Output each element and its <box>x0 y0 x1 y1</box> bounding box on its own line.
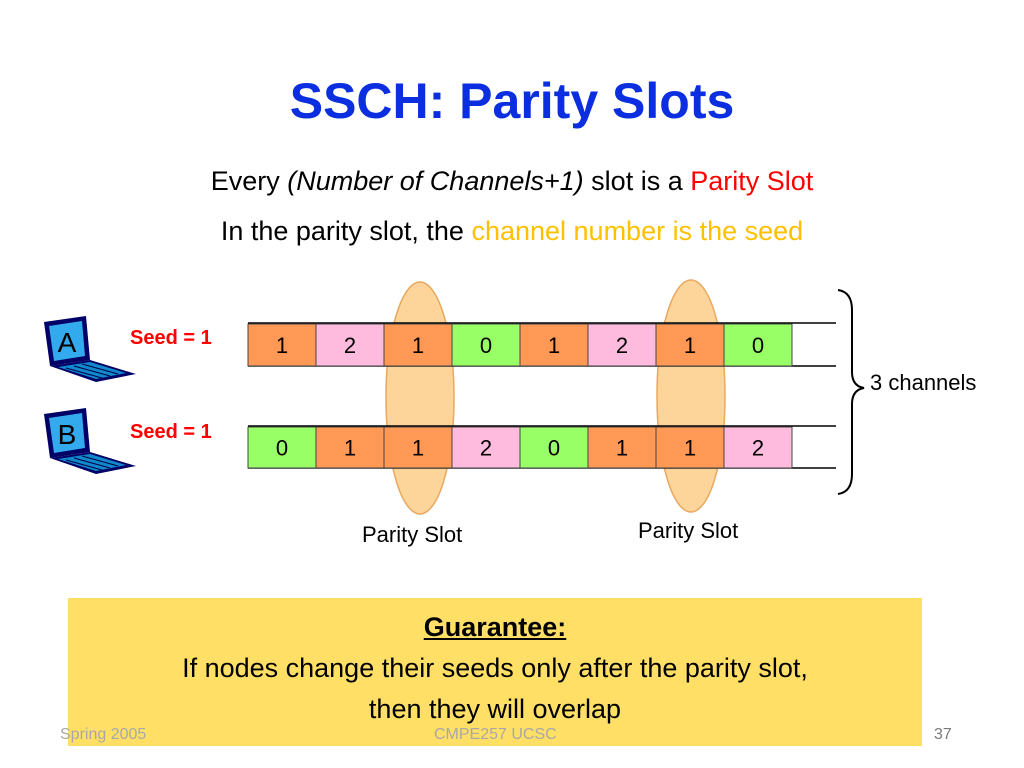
slot-b-0 <box>247 426 317 469</box>
slot-a-7-value: 0 <box>752 333 764 358</box>
seed-label-b: Seed = 1 <box>130 421 212 443</box>
slot-a-4-value: 1 <box>548 333 560 358</box>
parity-ellipse-2 <box>656 279 726 513</box>
slot-b-7 <box>723 426 793 469</box>
slot-row-b: 0 1 1 2 0 1 1 2 <box>247 426 793 469</box>
rule-line-1-text-2: slot is a <box>583 166 691 196</box>
slot-b-7-value: 2 <box>752 436 764 461</box>
slot-a-0-value: 1 <box>276 333 288 358</box>
parity-slot-label-1: Parity Slot <box>362 522 463 547</box>
slot-a-2-value: 1 <box>412 333 424 358</box>
footer-date: Spring 2005 <box>60 726 147 743</box>
guarantee-box: Guarantee: If nodes change their seeds o… <box>68 598 922 746</box>
slot-b-5 <box>587 426 657 469</box>
rule-line-2-highlight: channel number is the seed <box>471 216 804 246</box>
slot-row-a: 1 2 1 0 1 2 1 0 <box>247 323 793 367</box>
slot-b-2 <box>383 426 453 469</box>
guarantee-title: Guarantee: <box>423 612 567 642</box>
rule-line-2-text: In the parity slot, the <box>220 216 472 246</box>
slot-a-6-value: 1 <box>684 333 696 358</box>
laptop-icon-b: B <box>40 406 140 476</box>
node-letter-b: B <box>58 419 77 450</box>
footer-page-number: 37 <box>934 726 952 743</box>
slot-b-5-value: 1 <box>616 436 628 461</box>
slot-b-1-value: 1 <box>344 436 356 461</box>
slot-b-4 <box>519 426 589 469</box>
slot-a-1 <box>315 323 385 367</box>
parity-ellipse-1 <box>385 281 455 515</box>
laptop-icon-a: A <box>40 314 140 384</box>
channels-label: 3 channels <box>870 370 977 395</box>
channels-brace <box>837 289 865 495</box>
seed-label-a: Seed = 1 <box>130 327 212 349</box>
slot-b-6-value: 1 <box>684 436 696 461</box>
node-letter-a: A <box>58 327 77 358</box>
slot-a-6 <box>655 323 725 367</box>
slot-b-3 <box>451 426 521 469</box>
parity-slot-label-2: Parity Slot <box>638 518 739 543</box>
slot-b-0-value: 0 <box>276 436 288 461</box>
slot-a-3-value: 0 <box>480 333 492 358</box>
slot-a-5-value: 2 <box>616 333 628 358</box>
rule-line-2: In the parity slot, the channel number i… <box>0 216 1024 247</box>
slot-b-6 <box>655 426 725 469</box>
slot-a-4 <box>519 323 589 367</box>
slot-b-2-value: 1 <box>412 436 424 461</box>
rule-line-1-highlight: Parity Slot <box>690 166 814 196</box>
slot-a-7 <box>723 323 793 367</box>
rule-line-1-text: Every <box>210 166 288 196</box>
slot-b-4-value: 0 <box>548 436 560 461</box>
rule-line-1-italic: (Number of Channels+1) <box>287 166 584 196</box>
slide-title: SSCH: Parity Slots <box>289 73 735 129</box>
footer-course: CMPE257 UCSC <box>434 726 557 743</box>
slot-a-3 <box>451 323 521 367</box>
guarantee-line-1: If nodes change their seeds only after t… <box>182 653 808 683</box>
slot-a-0 <box>247 323 317 367</box>
slot-a-1-value: 2 <box>344 333 356 358</box>
slot-a-5 <box>587 323 657 367</box>
slot-b-3-value: 2 <box>480 436 492 461</box>
rule-line-1: Every (Number of Channels+1) slot is a P… <box>0 166 1024 197</box>
guarantee-line-2: then they will overlap <box>368 694 622 724</box>
slot-a-2 <box>383 323 453 367</box>
